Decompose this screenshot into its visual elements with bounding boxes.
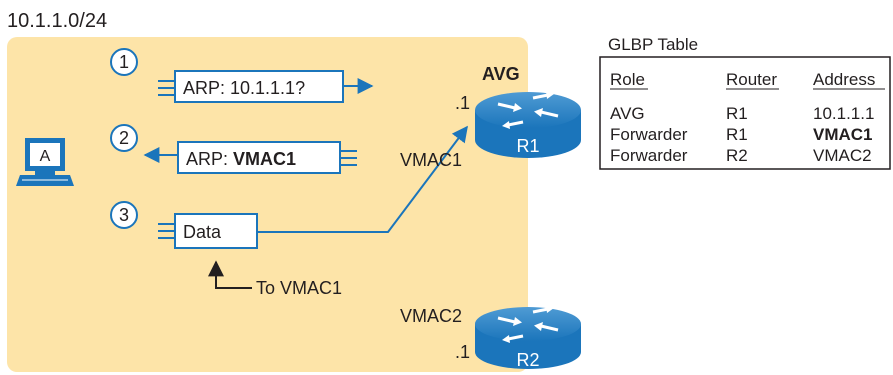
svg-text:R1: R1 (726, 104, 748, 123)
to-vmac-text: To VMAC1 (256, 278, 342, 298)
svg-text:Forwarder: Forwarder (610, 125, 688, 144)
data-path-arrow (257, 125, 468, 233)
arp-reply-message: ARP: VMAC1 (143, 141, 357, 174)
glbp-table: GLBP Table Role Router Address AVG R1 10… (599, 35, 891, 170)
header-router: Router (726, 70, 777, 89)
router-r2-icon: R2 (475, 305, 581, 370)
glbp-table-title: GLBP Table (608, 35, 698, 54)
svg-text:2: 2 (119, 128, 129, 148)
arp-request-message: ARP: 10.1.1.1? (158, 70, 374, 103)
svg-text:3: 3 (119, 205, 129, 225)
router-r1-icon: R1 (475, 91, 581, 158)
step-1-marker: 1 (110, 48, 138, 76)
svg-text:VMAC1: VMAC1 (813, 125, 873, 144)
to-vmac-annotation: To VMAC1 (208, 260, 342, 298)
header-address: Address (813, 70, 875, 89)
table-row: Forwarder R1 VMAC1 (610, 125, 873, 144)
arp-request-text: ARP: 10.1.1.1? (183, 78, 305, 98)
router-r2: VMAC2 .1 R2 (400, 305, 581, 370)
r2-name: R2 (516, 350, 539, 370)
r1-ip-label: .1 (455, 93, 470, 113)
data-frame-message: Data (158, 125, 468, 249)
header-role: Role (610, 70, 645, 89)
svg-text:10.1.1.1: 10.1.1.1 (813, 104, 874, 123)
router-r1: AVG .1 VMAC1 R1 (400, 64, 581, 170)
table-row: AVG R1 10.1.1.1 (610, 104, 874, 123)
subnet-area (7, 37, 528, 372)
svg-text:VMAC2: VMAC2 (813, 146, 872, 165)
r2-vmac-label: VMAC2 (400, 306, 462, 326)
r2-ip-label: .1 (455, 342, 470, 362)
r1-name: R1 (516, 136, 539, 156)
host-a-pc-icon: A (16, 138, 74, 186)
svg-text:AVG: AVG (610, 104, 645, 123)
svg-text:R1: R1 (726, 125, 748, 144)
subnet-label: 10.1.1.0/24 (7, 10, 107, 32)
host-a-label: A (40, 148, 51, 165)
step-2-marker: 2 (110, 124, 138, 152)
svg-text:R2: R2 (726, 146, 748, 165)
step-3-marker: 3 (110, 201, 138, 229)
glbp-table-frame (599, 56, 891, 170)
arp-reply-text: ARP: VMAC1 (186, 149, 296, 169)
r1-vmac-label: VMAC1 (400, 150, 462, 170)
svg-text:1: 1 (119, 52, 129, 72)
table-row: Forwarder R2 VMAC2 (610, 146, 872, 165)
data-frame-text: Data (183, 222, 222, 242)
avg-role-label: AVG (482, 64, 520, 84)
svg-text:Forwarder: Forwarder (610, 146, 688, 165)
